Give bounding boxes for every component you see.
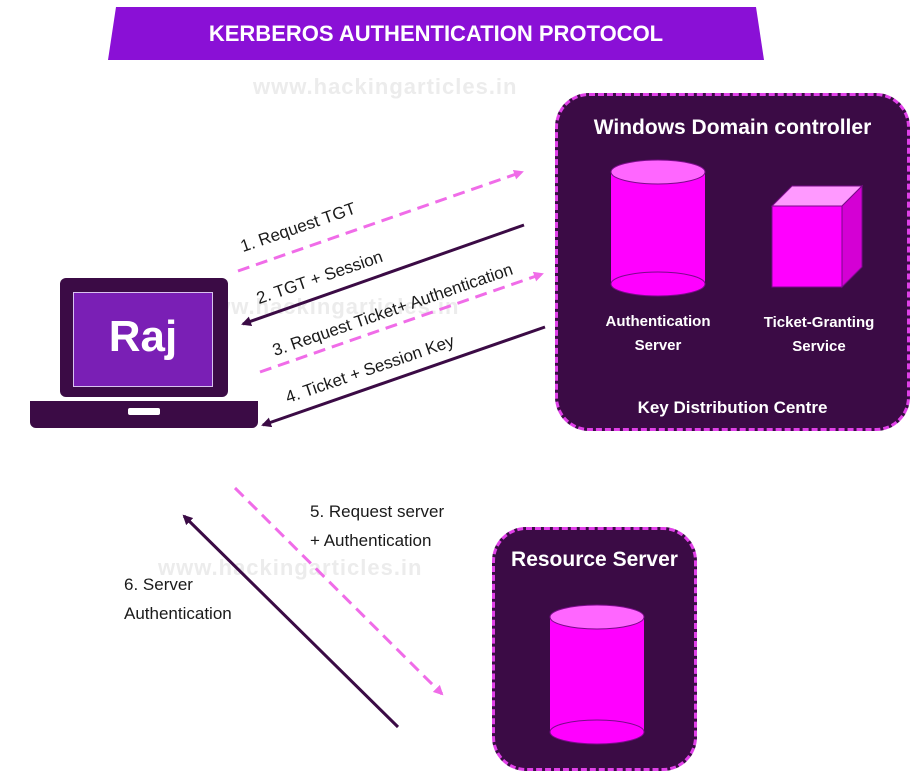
authentication-server-label: Authentication Server <box>605 313 711 354</box>
message-server-authentication: 6. Server Authentication <box>124 575 232 623</box>
watermark: www.hackingarticles.in <box>253 74 518 99</box>
arrow-request-server <box>233 486 444 696</box>
laptop-notch <box>128 408 160 415</box>
domain-controller-title: Windows Domain controller <box>593 116 872 139</box>
client-name: Raj <box>108 312 178 361</box>
page-title: KERBEROS AUTHENTICATION PROTOCOL <box>208 21 664 46</box>
watermark: www.hackingarticles.in <box>158 555 423 580</box>
watermark: www.hackingarticles.in <box>195 294 460 319</box>
title-banner-shape <box>108 7 764 60</box>
arrow-request-tgt <box>237 169 524 273</box>
resource-server-cylinder-icon <box>549 604 645 745</box>
message-request-server: 5. Request server + Authentication <box>310 502 445 550</box>
ticket-granting-service-label: Ticket-Granting Service <box>763 314 875 355</box>
authentication-server-cylinder-icon <box>610 159 706 297</box>
key-distribution-centre-label: Key Distribution Centre <box>637 398 828 417</box>
arrow-ticket-session-key <box>261 325 546 428</box>
arrow-request-ticket <box>259 271 544 374</box>
ticket-granting-service-cube-icon <box>770 184 864 289</box>
arrow-tgt-session <box>241 223 525 327</box>
arrow-server-authentication <box>182 514 400 729</box>
resource-server-title: Resource Server <box>511 548 678 571</box>
laptop-display <box>73 292 213 387</box>
title-banner: KERBEROS AUTHENTICATION PROTOCOL <box>108 7 764 60</box>
